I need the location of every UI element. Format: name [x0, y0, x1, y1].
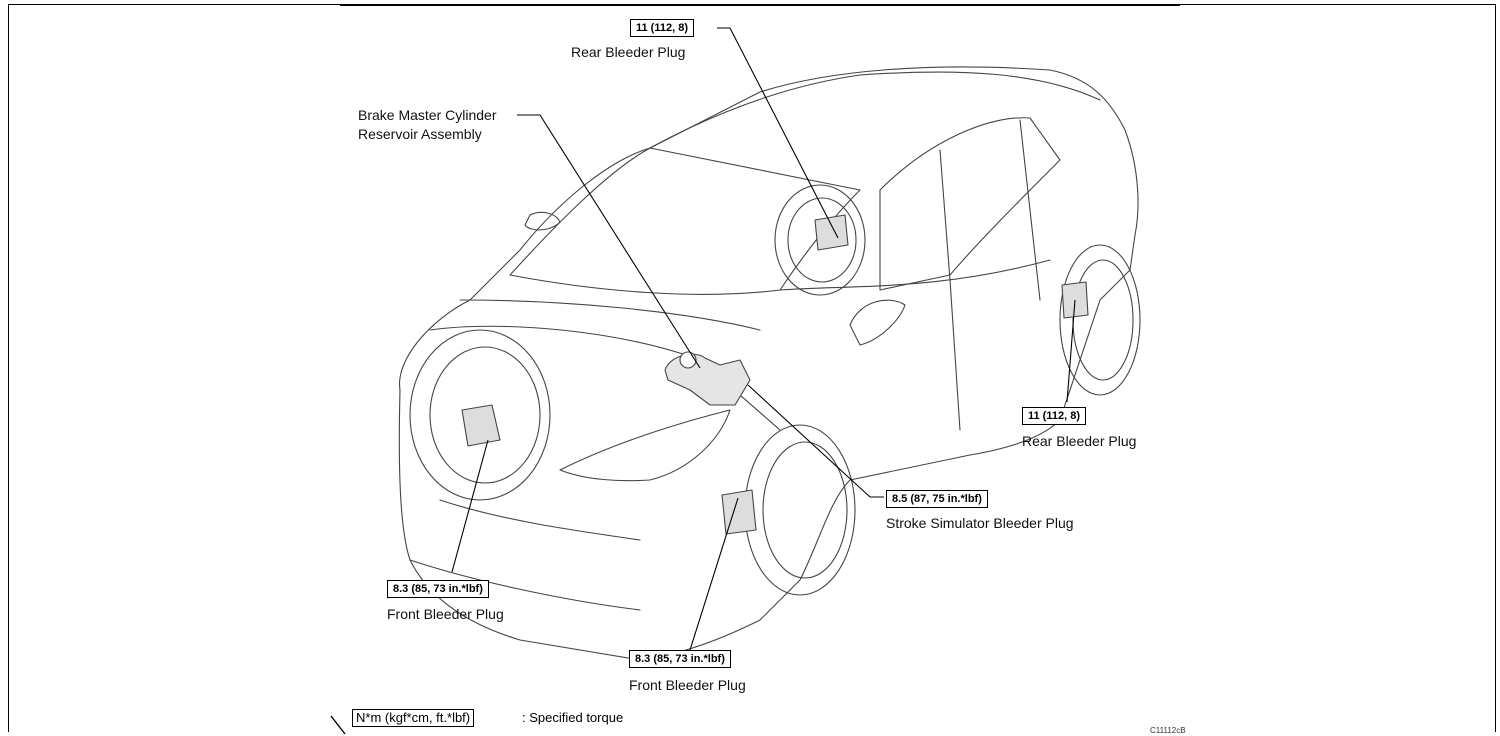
stroke-simulator-torque-box: 8.5 (87, 75 in.*lbf) [886, 490, 988, 508]
rear-right-wheel [1060, 245, 1140, 395]
door-line-1 [940, 150, 960, 430]
front-left-torque-box: 8.3 (85, 73 in.*lbf) [387, 580, 489, 598]
figure-code: C11112cB [1150, 726, 1186, 735]
rear-right-label: Rear Bleeder Plug [1022, 433, 1136, 450]
roof-line [650, 72, 1100, 148]
front-mid-label: Front Bleeder Plug [629, 677, 746, 694]
headlight [560, 410, 730, 481]
front-right-wheel-inner [763, 442, 847, 578]
rear-top-torque-box: 11 (112, 8) [630, 19, 694, 37]
rear-right-torque-box: 11 (112, 8) [1022, 407, 1086, 425]
front-left-label: Front Bleeder Plug [387, 606, 504, 623]
front-right-wheel [745, 425, 855, 595]
rear-left-caliper [815, 215, 848, 250]
windshield [510, 148, 860, 294]
master-cylinder-label-2: Reservoir Assembly [358, 126, 482, 143]
front-right-caliper [722, 490, 756, 534]
car-body-outline [399, 67, 1138, 660]
hood-crease [460, 300, 760, 330]
stroke-simulator-label: Stroke Simulator Bleeder Plug [886, 515, 1074, 532]
front-mid-torque-box: 8.3 (85, 73 in.*lbf) [629, 650, 731, 668]
door-line-2 [1020, 120, 1040, 300]
master-cylinder-label-1: Brake Master Cylinder [358, 107, 497, 124]
master-cylinder-reservoir [665, 354, 750, 405]
beltline [780, 260, 1050, 290]
reservoir-cap [680, 352, 696, 368]
legend-text: : Specified torque [522, 709, 623, 727]
leader-rear-top [717, 28, 838, 238]
leader-front-mid [690, 498, 738, 650]
rear-top-label: Rear Bleeder Plug [571, 44, 685, 61]
rear-right-wheel-inner [1073, 260, 1133, 380]
right-mirror [850, 300, 905, 345]
legend-unit-box: N*m (kgf*cm, ft.*lbf) [352, 709, 474, 727]
front-left-caliper [462, 405, 500, 446]
legend-slash [331, 716, 345, 734]
